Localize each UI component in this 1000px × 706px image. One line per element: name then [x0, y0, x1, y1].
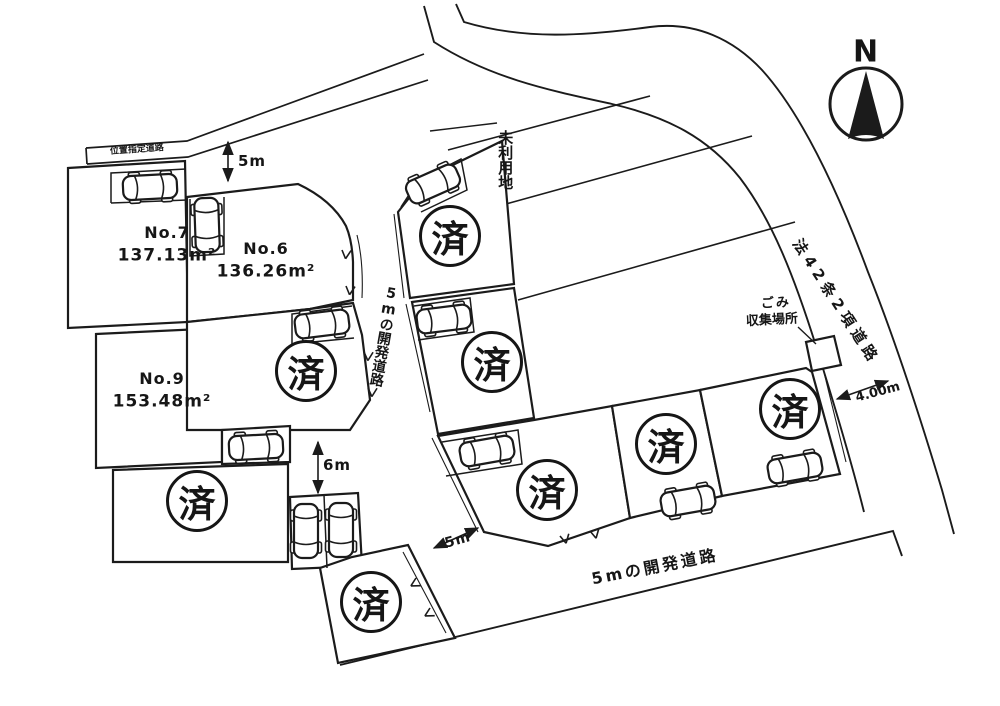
sold-seal: 済 [516, 459, 578, 521]
dim-6m-label: 6m [322, 455, 352, 474]
dim-4m-arrow [835, 379, 890, 401]
plot-no6-number: No.6 [243, 239, 289, 259]
dimension-arrows [222, 140, 890, 549]
sold-seal: 済 [340, 571, 402, 633]
sold-seal: 済 [166, 470, 228, 532]
garbage-label-line1: ごみ [760, 295, 792, 312]
plot-no6-area: 136.26m² [216, 261, 316, 282]
sold-seal: 済 [419, 205, 481, 267]
plot-no7-number: No.7 [144, 223, 190, 243]
bottom-road [339, 529, 903, 666]
plot-outlines-right [396, 139, 843, 548]
dim-5m-bottom-arrow [432, 527, 480, 549]
garbage-label-line2: 収集場所 [745, 311, 799, 330]
leader-lines [429, 122, 817, 345]
garbage-station-box [804, 334, 843, 373]
sold-seal: 済 [759, 378, 821, 440]
garbage-leader [797, 326, 817, 345]
unused-land-leader [429, 122, 498, 132]
north-arrow-icon [828, 66, 904, 142]
dim-5m-top-label: 5m [237, 151, 267, 170]
sold-seal: 済 [635, 413, 697, 475]
unused-land-strips [447, 95, 796, 301]
sold-seal: 済 [461, 331, 523, 393]
plot-no6 [185, 182, 355, 324]
plot-no9-number: No.9 [139, 369, 185, 389]
parking-pocket-lines-right [393, 157, 523, 533]
compass-north-label: N [852, 34, 880, 70]
right-road-article42 [423, 3, 955, 535]
unused-land-label: 未利用地 [496, 130, 515, 190]
plot-no7-area: 137.13m² [117, 245, 217, 266]
top-left-road [85, 53, 429, 165]
sold-seal: 済 [275, 340, 337, 402]
plot-no9-area: 153.48m² [112, 391, 212, 412]
